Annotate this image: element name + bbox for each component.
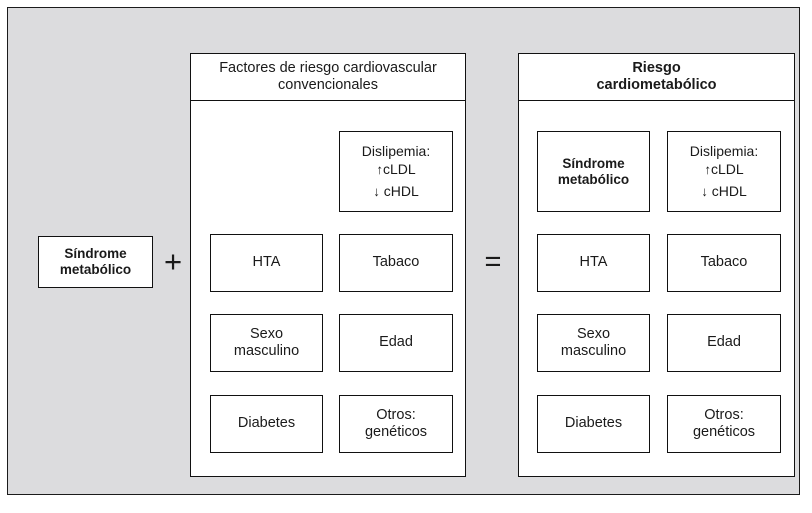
sexo-right-line2: masculino: [560, 343, 627, 359]
box-sexo-masculino-right: Sexo masculino: [537, 314, 650, 372]
panel-right-header: Riesgo cardiometabólico: [519, 54, 794, 101]
dislipemia-middle-ldl-label: cLDL: [382, 160, 416, 177]
edad-right-label: Edad: [707, 334, 741, 351]
panel-middle-body: Dislipemia: ↑cLDL ↓ cHDL HTA Tabaco Sexo…: [191, 101, 465, 476]
diabetes-right-label: Diabetes: [564, 415, 623, 432]
dislipemia-middle-title: Dislipemia:: [361, 143, 431, 160]
arrow-down-icon: ↓: [373, 184, 380, 200]
dislipemia-middle-hdl-row: ↓ cHDL: [373, 183, 419, 200]
dislipemia-middle-ldl-row: ↑cLDL: [376, 161, 415, 178]
diagram-outer-frame: Síndrome metabólico + = Factores de ries…: [7, 7, 800, 495]
hta-right-label: HTA: [579, 254, 608, 271]
box-diabetes-right: Diabetes: [537, 395, 650, 453]
otros-right-line2: genéticos: [692, 424, 756, 440]
plus-operator-icon: +: [163, 244, 183, 279]
box-edad-right: Edad: [667, 314, 781, 372]
panel-right-body: Síndrome metabólico Dislipemia: ↑cLDL ↓ …: [519, 101, 794, 476]
box-tabaco-middle: Tabaco: [339, 234, 453, 292]
dislipemia-right-ldl-label: cLDL: [710, 160, 744, 177]
sindrome-metabolico-left-line2: metabólico: [59, 262, 132, 277]
hta-middle-label: HTA: [252, 254, 281, 271]
sexo-right-line1: Sexo: [576, 325, 611, 342]
tabaco-right-label: Tabaco: [700, 254, 748, 271]
dislipemia-right-title: Dislipemia:: [689, 143, 759, 160]
panel-middle-header-line2: convencionales: [278, 77, 378, 93]
dislipemia-right-ldl-row: ↑cLDL: [704, 161, 743, 178]
sexo-middle-line2: masculino: [233, 343, 300, 359]
dislipemia-right-hdl-label: cHDL: [711, 183, 747, 200]
otros-middle-line2: genéticos: [364, 424, 428, 440]
box-sindrome-metabolico-right: Síndrome metabólico: [537, 131, 650, 212]
panel-middle-header: Factores de riesgo cardiovascular conven…: [191, 54, 465, 101]
edad-middle-label: Edad: [379, 334, 413, 351]
sexo-middle-line1: Sexo: [249, 325, 284, 342]
sindrome-metabolico-left-line1: Síndrome: [64, 246, 127, 262]
box-hta-right: HTA: [537, 234, 650, 292]
box-dislipemia-middle: Dislipemia: ↑cLDL ↓ cHDL: [339, 131, 453, 212]
otros-right-line1: Otros:: [704, 406, 744, 423]
box-sindrome-metabolico-left: Síndrome metabólico: [38, 236, 153, 288]
box-dislipemia-right: Dislipemia: ↑cLDL ↓ cHDL: [667, 131, 781, 212]
panel-right-header-line2: cardiometabólico: [596, 77, 717, 93]
panel-riesgo-cardiometabolico: Riesgo cardiometabólico Síndrome metaból…: [518, 53, 795, 477]
box-hta-middle: HTA: [210, 234, 323, 292]
box-otros-geneticos-middle: Otros: genéticos: [339, 395, 453, 453]
box-sexo-masculino-middle: Sexo masculino: [210, 314, 323, 372]
box-tabaco-right: Tabaco: [667, 234, 781, 292]
dislipemia-right-hdl-row: ↓ cHDL: [701, 183, 747, 200]
panel-right-header-line1: Riesgo: [632, 59, 681, 76]
panel-middle-header-line1: Factores de riesgo cardiovascular: [219, 59, 437, 76]
arrow-up-icon: ↑: [376, 161, 383, 177]
diabetes-middle-label: Diabetes: [237, 415, 296, 432]
box-otros-geneticos-right: Otros: genéticos: [667, 395, 781, 453]
arrow-up-icon: ↑: [704, 161, 711, 177]
panel-factores-riesgo-convencionales: Factores de riesgo cardiovascular conven…: [190, 53, 466, 477]
dislipemia-middle-hdl-label: cHDL: [383, 183, 419, 200]
sindrome-right-line1: Síndrome: [562, 155, 625, 171]
arrow-down-icon: ↓: [701, 184, 708, 200]
otros-middle-line1: Otros:: [376, 406, 416, 423]
sindrome-right-line2: metabólico: [557, 171, 630, 187]
tabaco-middle-label: Tabaco: [372, 254, 420, 271]
box-diabetes-middle: Diabetes: [210, 395, 323, 453]
equals-operator-icon: =: [484, 245, 502, 278]
box-edad-middle: Edad: [339, 314, 453, 372]
